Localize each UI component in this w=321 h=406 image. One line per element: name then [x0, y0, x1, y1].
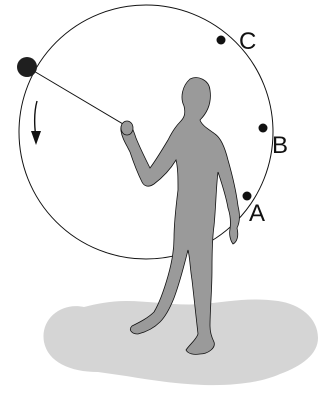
- ball-icon: [17, 57, 37, 77]
- curved-arrow-down-icon: [31, 100, 41, 145]
- ground-shadow: [43, 299, 318, 386]
- point-b-label: B: [272, 132, 289, 159]
- point-c-label: C: [239, 28, 257, 55]
- string-line: [26, 66, 129, 128]
- point-c-marker: [216, 35, 226, 45]
- orbit-circle: [18, 4, 274, 260]
- hand-icon: [120, 120, 134, 136]
- point-a-label: A: [249, 200, 266, 227]
- point-a-marker: [242, 191, 252, 201]
- point-b-marker: [258, 123, 268, 133]
